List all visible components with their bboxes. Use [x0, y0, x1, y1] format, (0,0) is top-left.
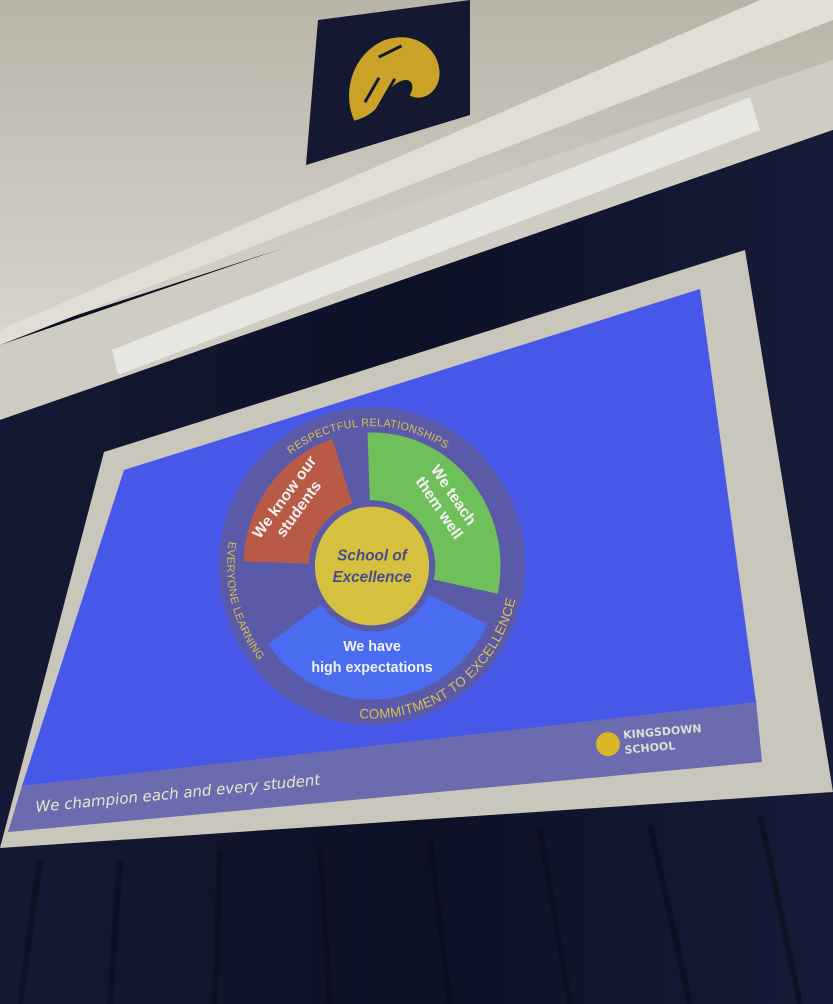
lion-emblem-icon — [349, 37, 440, 121]
lion-logo-icon — [595, 732, 620, 757]
segment-label-line: high expectations — [311, 660, 432, 676]
segment-label-line: We have — [343, 639, 401, 655]
segment-know-students — [243, 438, 353, 564]
ceiling-beam — [0, 0, 833, 345]
segment-teach-well — [367, 432, 501, 594]
excellence-wheel — [219, 407, 525, 725]
logo-line: SCHOOL — [624, 739, 676, 756]
curtain-folds — [17, 814, 803, 1004]
core-label-line: School of — [337, 547, 408, 564]
core-label-line: Excellence — [332, 569, 411, 586]
screen-housing — [112, 97, 760, 375]
segment-high-expectations — [268, 594, 488, 700]
slide-footer-band — [8, 700, 762, 832]
kingsdown-logo: KINGSDOWN SCHOOL — [595, 722, 702, 757]
core-circle — [310, 502, 434, 630]
